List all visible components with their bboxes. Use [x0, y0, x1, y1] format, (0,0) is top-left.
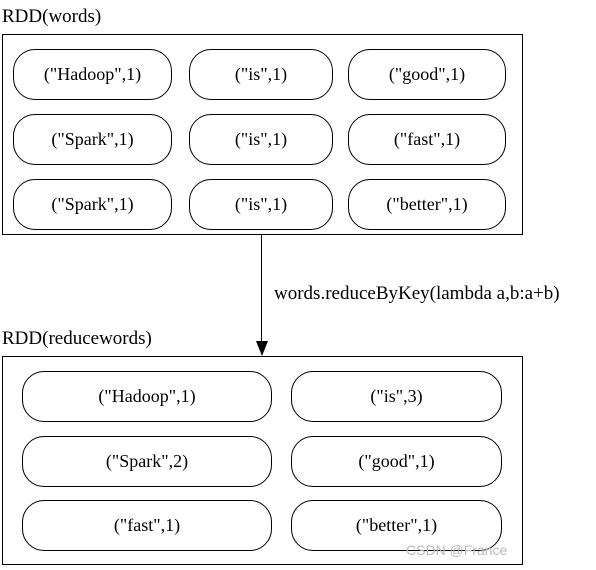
words-item-r3c1: ("Spark",1): [13, 179, 172, 230]
transform-arrow-line: [261, 235, 262, 342]
words-item-r2c1: ("Spark",1): [13, 114, 172, 165]
reduce-item-r2c1: ("Spark",2): [22, 436, 272, 487]
words-item-r3c2: ("is",1): [189, 179, 333, 230]
words-item-r3c3: ("better",1): [348, 179, 506, 230]
reduce-item-r1c2: ("is",3): [291, 371, 502, 422]
transform-label: words.reduceByKey(lambda a,b:a+b): [274, 283, 560, 304]
words-item-r1c2: ("is",1): [189, 49, 333, 100]
reduce-item-r3c1: ("fast",1): [22, 500, 272, 551]
words-item-r1c3: ("good",1): [348, 49, 506, 100]
reduce-item-r1c1: ("Hadoop",1): [22, 371, 272, 422]
words-item-r2c3: ("fast",1): [348, 114, 506, 165]
reduce-item-r3c2: ("better",1): [291, 500, 502, 551]
rdd-words-title: RDD(words): [2, 6, 102, 27]
words-item-r2c2: ("is",1): [189, 114, 333, 165]
reduce-item-r2c2: ("good",1): [291, 436, 502, 487]
transform-arrow-head: [256, 341, 268, 356]
watermark-text: CSDN @France: [406, 542, 508, 558]
rdd-reducewords-title: RDD(reducewords): [2, 328, 152, 349]
words-item-r1c1: ("Hadoop",1): [13, 49, 172, 100]
